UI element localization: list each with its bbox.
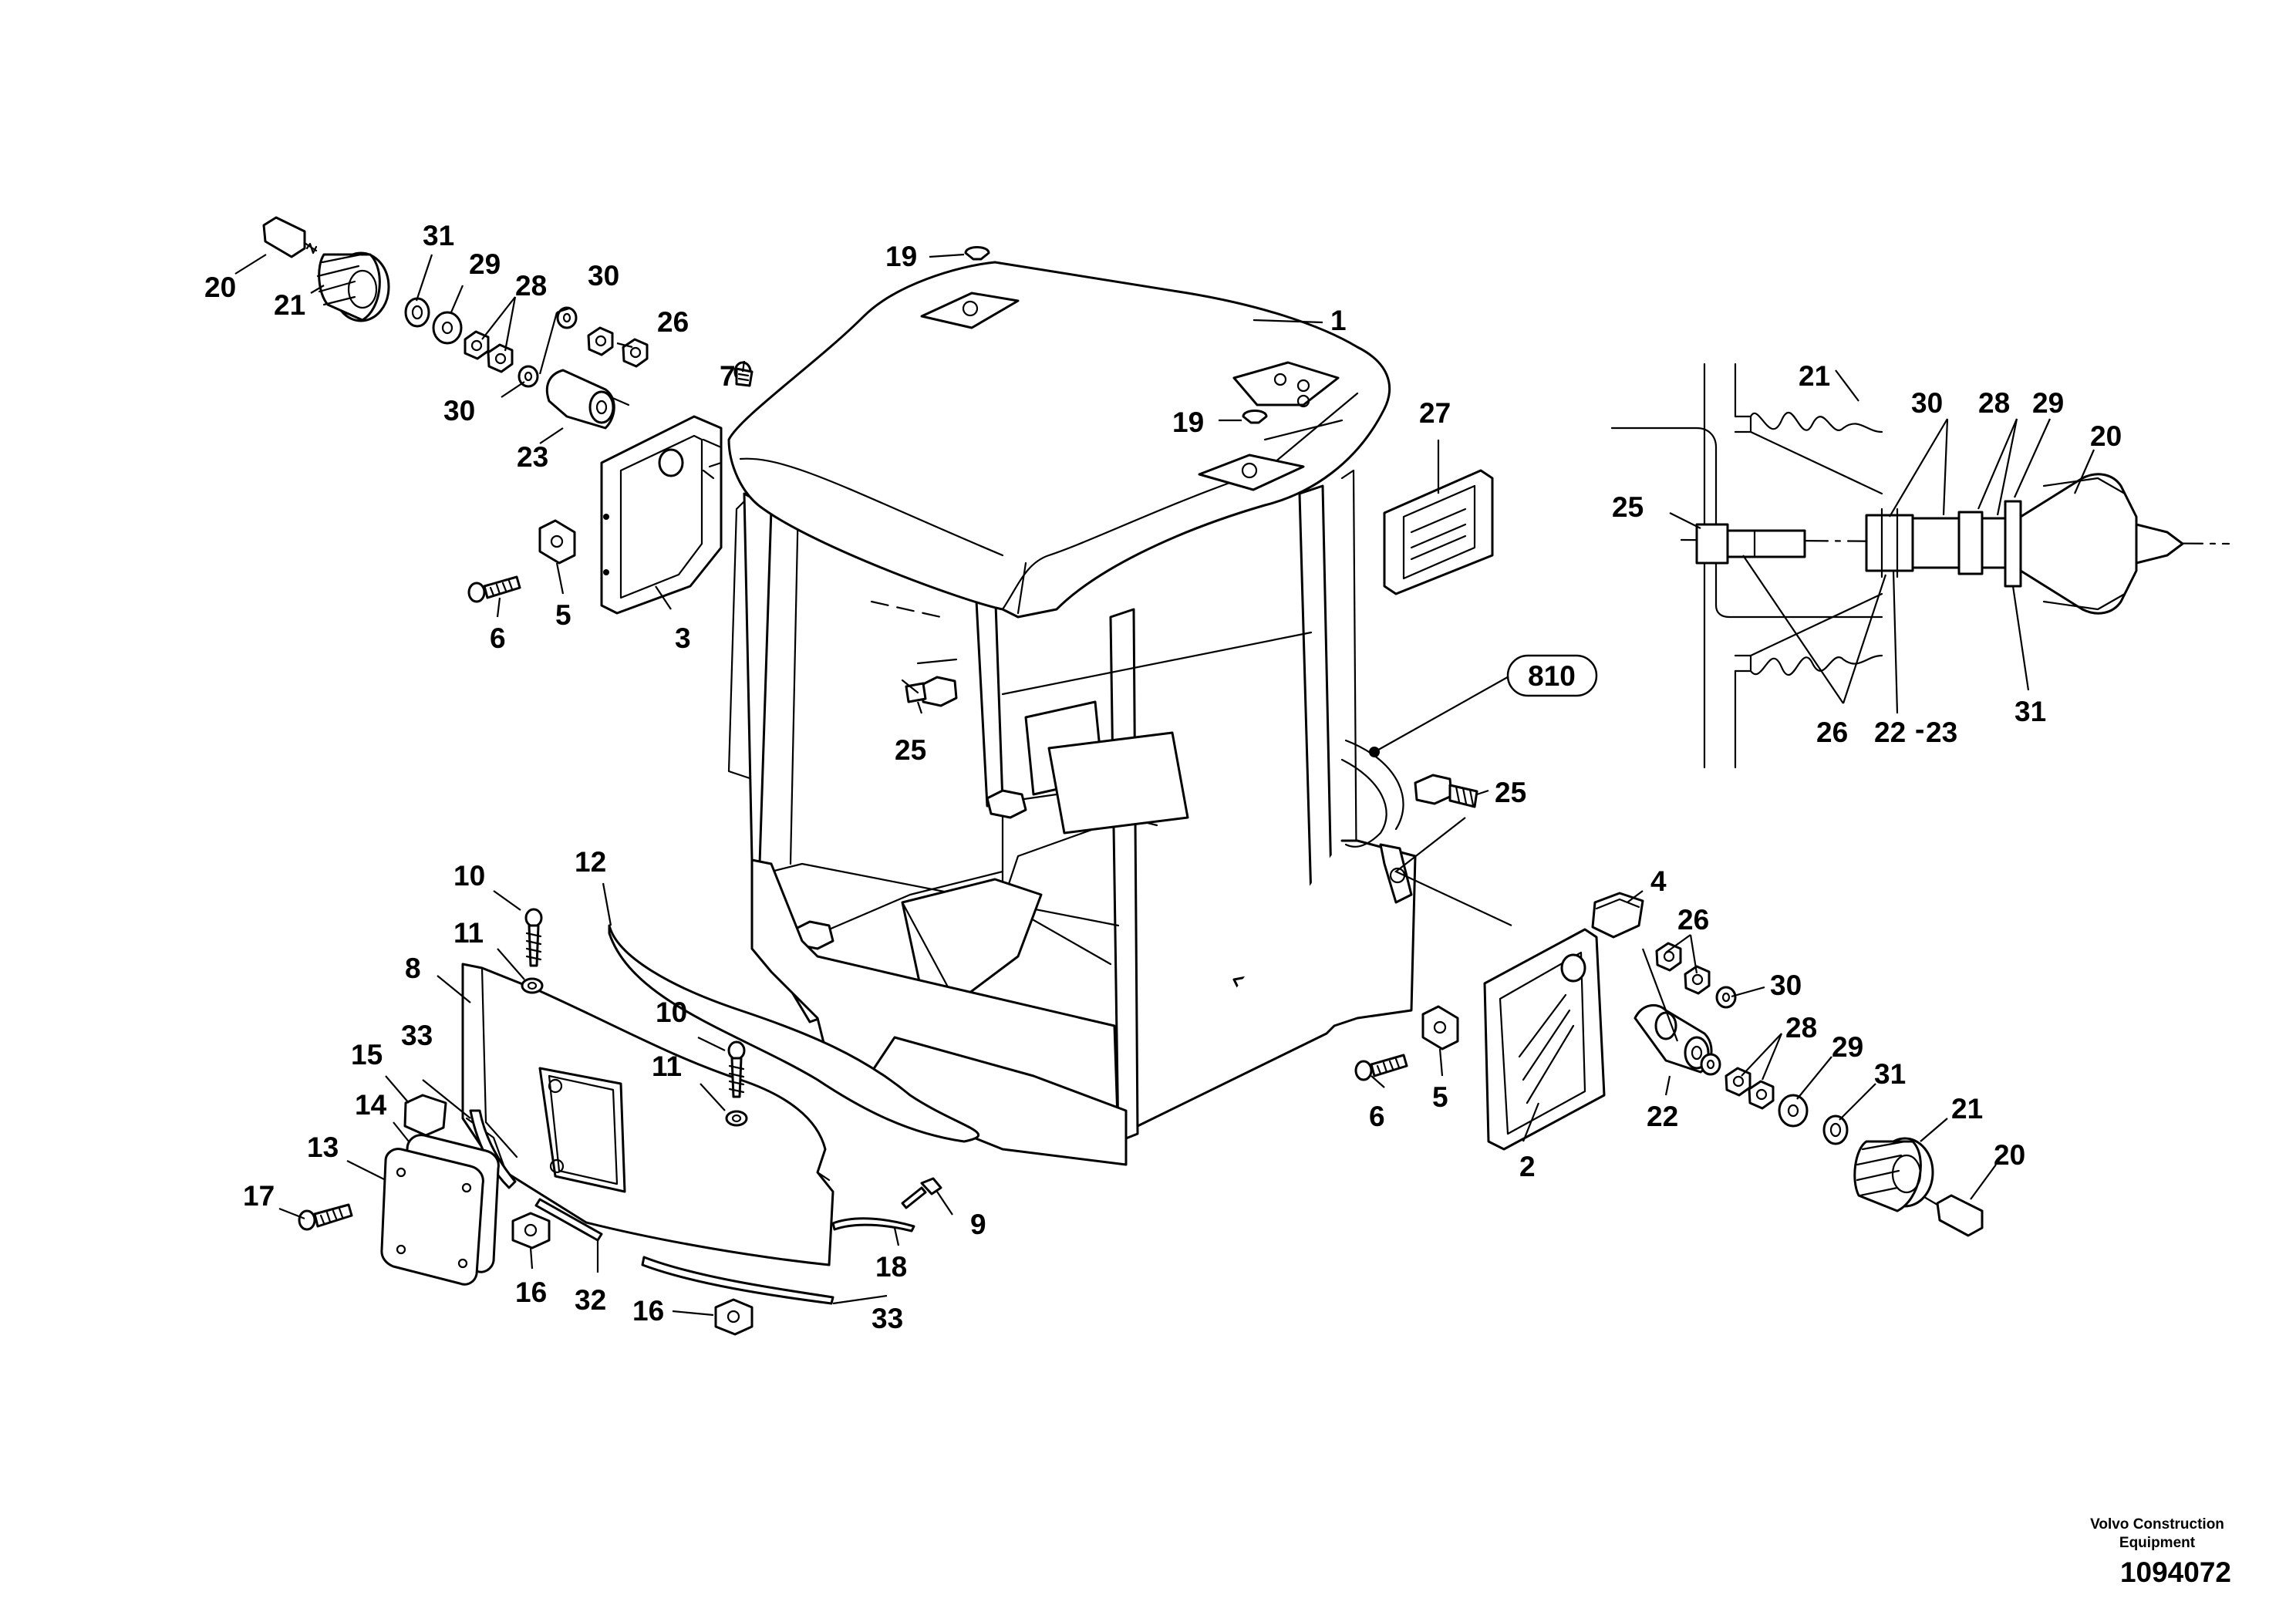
callout-16-bottom: 16 [632,1295,664,1327]
callout-12: 12 [575,846,606,878]
callout-2: 2 [1519,1151,1536,1182]
callout-9: 9 [970,1209,986,1240]
detail-callout-25: 25 [1612,491,1644,523]
callout-26-right: 26 [1677,904,1709,936]
detail-callout-20: 20 [2090,420,2122,452]
callout-1: 1 [1330,305,1347,336]
callout-29-right: 29 [1832,1031,1863,1063]
callout-30-top: 30 [588,260,619,292]
callout-17: 17 [243,1180,275,1212]
detail-view [1610,363,2230,769]
callout-33-top: 33 [401,1020,433,1051]
callout-15: 15 [351,1039,383,1071]
callout-11-mid: 11 [652,1050,682,1082]
callout-8: 8 [405,953,421,984]
callout-18: 18 [875,1251,907,1283]
callout-33-bottom: 33 [872,1303,903,1334]
callout-22: 22 [1647,1101,1678,1132]
callout-23: 23 [517,441,548,473]
detail-callout-23: 23 [1926,717,1957,748]
callout-19-top: 19 [885,241,917,272]
reference-810-point [1369,747,1380,757]
detail-callout-30: 30 [1911,387,1943,419]
callout-25-right: 25 [1495,777,1526,808]
callout-13: 13 [307,1131,339,1163]
callout-20-right: 20 [1994,1139,2025,1171]
callout-26: 26 [657,306,689,338]
callout-14: 14 [355,1089,387,1121]
reference-810-box [1506,654,1598,697]
cab-roof [727,261,1391,619]
detail-callout-26: 26 [1816,717,1848,748]
detail-callout-21: 21 [1799,360,1830,392]
callout-28-right: 28 [1785,1012,1817,1044]
callout-31: 31 [423,220,454,251]
detail-callout-labels: 21 30 28 29 20 25 26 22 - 23 31 [1612,360,2122,748]
company-name: Volvo Construction Equipment [2090,1516,2224,1551]
callout-21: 21 [274,289,305,321]
cab-frame [727,469,1417,1166]
detail-callout-22: 22 [1874,717,1906,748]
callout-32: 32 [575,1284,606,1316]
callout-16-left: 16 [515,1276,547,1308]
callout-25-center: 25 [895,734,926,766]
front-cover-group [298,908,979,1336]
callout-28: 28 [515,270,547,302]
callout-30-left: 30 [443,395,475,427]
callout-27: 27 [1419,397,1451,429]
callout-10-mid: 10 [656,996,687,1028]
right-mount-group [1354,892,1984,1237]
detail-callout-28: 28 [1978,387,2010,419]
callout-31-right: 31 [1874,1058,1906,1090]
callout-5: 5 [555,599,571,631]
detail-callout-dash: - [1915,713,1924,745]
reference-810-label: 810 [1528,660,1576,692]
callout-3: 3 [675,622,691,654]
callout-10-top: 10 [453,860,485,892]
callout-19-mid: 19 [1172,406,1204,438]
detail-callout-31: 31 [2014,696,2046,727]
callout-5-right: 5 [1432,1081,1448,1113]
callout-6-right: 6 [1369,1101,1385,1132]
leader-lines [234,253,2095,1317]
drawing-number: 1094072 [2119,1556,2231,1588]
callout-30-right: 30 [1770,969,1802,1001]
callout-7: 7 [720,360,736,392]
callout-20: 20 [204,271,236,303]
callout-labels: 20 21 31 29 28 30 26 30 23 7 6 5 3 19 19… [204,220,2025,1334]
callout-11-top: 11 [453,917,484,949]
detail-callout-29: 29 [2032,387,2064,419]
left-mount-group [262,216,1494,808]
callout-4: 4 [1650,865,1667,897]
callout-6: 6 [490,622,506,654]
callout-21-right: 21 [1951,1093,1983,1125]
callout-29: 29 [469,248,501,280]
